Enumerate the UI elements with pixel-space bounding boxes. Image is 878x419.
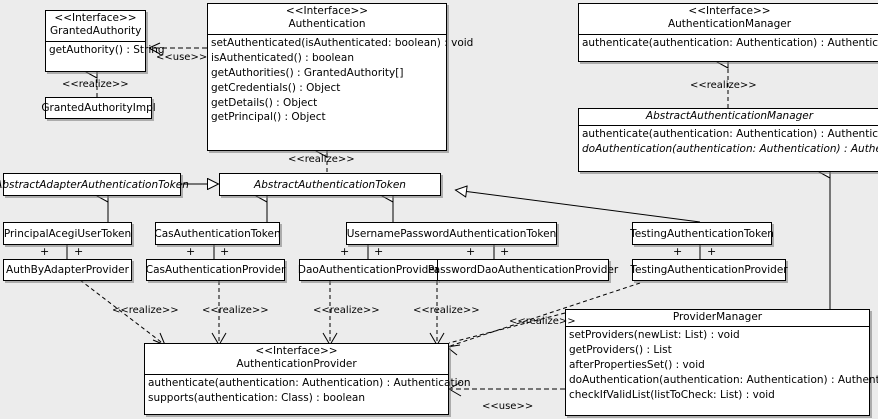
class-name: TestingAuthenticationToken [630, 227, 774, 240]
association-marker: + [220, 245, 230, 258]
class-authentication[interactable]: <<Interface>> Authentication setAuthenti… [207, 3, 474, 151]
class-authentication-provider[interactable]: <<Interface>> AuthenticationProvider aut… [144, 343, 471, 415]
relationship-label-realize-auth-by-adapter: <<realize>> [112, 305, 179, 316]
relationship-label-use-provider-manager: <<use>> [482, 401, 534, 412]
class-name: GrantedAuthority [50, 25, 142, 38]
class-abstract-adapter-authentication-token[interactable]: AbstractAdapterAuthenticationToken [0, 173, 189, 196]
methods-compartment: authenticate(authentication: Authenticat… [579, 33, 878, 52]
class-cas-authentication-token[interactable]: CasAuthenticationToken [154, 222, 281, 245]
class-header: <<Interface>> Authentication [208, 4, 446, 34]
stereotype-label: <<Interface>> [285, 5, 369, 17]
relationship-label-realize-cas-provider: <<realize>> [202, 305, 269, 316]
association-marker: + [40, 245, 50, 258]
method-row: checkIfValidList(listToCheck: List) : vo… [569, 389, 775, 402]
class-name: PrincipalAcegiUserToken [3, 227, 132, 240]
relationship-label-realize-password-dao-provider: <<realize>> [413, 305, 480, 316]
class-name: AbstractAuthenticationToken [254, 178, 406, 191]
class-name: Authentication [288, 18, 366, 31]
methods-compartment: authenticate(authentication: Authenticat… [145, 373, 471, 407]
class-provider-manager[interactable]: ProviderManager setProviders(newList: Li… [565, 309, 878, 416]
method-row: authenticate(authentication: Authenticat… [582, 36, 878, 49]
methods-compartment: setProviders(newList: List) : void getPr… [566, 326, 878, 404]
class-name: AbstractAuthenticationManager [645, 110, 814, 122]
class-testing-authentication-provider[interactable]: TestingAuthenticationProvider [630, 259, 788, 281]
stereotype-label: <<Interface>> [255, 345, 338, 357]
method-row: getDetails() : Object [211, 96, 318, 109]
method-row: getPrincipal() : Object [211, 111, 326, 124]
relationship-label-realize-dao-provider: <<realize>> [313, 305, 380, 316]
method-row: isAuthenticated() : boolean [211, 51, 354, 64]
association-marker: + [707, 245, 717, 258]
method-row: getProviders() : List [569, 344, 672, 357]
class-header: ProviderManager [566, 310, 869, 326]
stereotype-label: <<Interface>> [688, 5, 771, 17]
method-row: setProviders(newList: List) : void [569, 329, 740, 342]
method-row: supports(authentication: Class) : boolea… [148, 391, 365, 404]
class-name: PasswordDaoAuthenticationProvider [427, 264, 619, 276]
association-marker: + [673, 245, 683, 258]
class-granted-authority[interactable]: <<Interface>> GrantedAuthority getAuthor… [45, 10, 165, 72]
methods-compartment: getAuthority() : String [46, 40, 165, 59]
class-abstract-authentication-token[interactable]: AbstractAuthenticationToken [219, 173, 441, 196]
class-abstract-authentication-manager[interactable]: AbstractAuthenticationManager authentica… [578, 108, 878, 172]
methods-compartment: setAuthenticated(isAuthenticated: boolea… [208, 33, 474, 126]
class-name: AuthByAdapterProvider [6, 264, 129, 276]
method-row: doAuthentication(authentication: Authent… [569, 374, 878, 387]
stereotype-label: <<Interface>> [54, 12, 137, 24]
class-auth-by-adapter-provider[interactable]: AuthByAdapterProvider [3, 259, 132, 281]
association-marker: + [340, 245, 350, 258]
relationship-label-realize-abstract-auth-manager: <<realize>> [690, 80, 757, 91]
class-name: TestingAuthenticationProvider [630, 264, 788, 276]
class-header: <<Interface>> AuthenticationProvider [145, 344, 448, 374]
method-row: setAuthenticated(isAuthenticated: boolea… [211, 36, 474, 49]
association-marker: + [186, 245, 196, 258]
class-dao-authentication-provider[interactable]: DaoAuthenticationProvider [297, 259, 440, 281]
method-row: authenticate(authentication: Authenticat… [582, 128, 878, 141]
class-name: AbstractAdapterAuthenticationToken [0, 178, 189, 191]
relationship-label-realize-abstract-auth-token: <<realize>> [288, 154, 355, 165]
class-name: UsernamePasswordAuthenticationToken [346, 227, 557, 240]
class-name: CasAuthenticationToken [154, 227, 281, 240]
association-marker: + [500, 245, 510, 258]
class-header: AbstractAuthenticationManager [579, 109, 878, 125]
association-marker: + [466, 245, 476, 258]
relationship-label-realize-testing-provider: <<realize>> [509, 316, 576, 327]
class-granted-authority-impl[interactable]: GrantedAuthorityImpl [41, 97, 156, 119]
class-cas-authentication-provider[interactable]: CasAuthenticationProvider [146, 259, 285, 281]
method-row: afterPropertiesSet() : void [569, 359, 705, 372]
class-name: ProviderManager [672, 311, 763, 323]
class-name: GrantedAuthorityImpl [41, 102, 156, 114]
methods-compartment: authenticate(authentication: Authenticat… [579, 125, 878, 158]
class-name: AuthenticationProvider [236, 358, 357, 371]
association-marker: + [74, 245, 84, 258]
method-row: getAuthorities() : GrantedAuthority[] [211, 66, 404, 79]
class-name: DaoAuthenticationProvider [297, 264, 440, 276]
method-row: doAuthentication(authentication: Authent… [582, 143, 878, 156]
association-marker: + [374, 245, 384, 258]
class-password-dao-authentication-provider[interactable]: PasswordDaoAuthenticationProvider [427, 259, 619, 281]
method-row: getCredentials() : Object [211, 81, 341, 94]
class-username-password-authentication-token[interactable]: UsernamePasswordAuthenticationToken [346, 222, 557, 245]
method-row: authenticate(authentication: Authenticat… [148, 376, 471, 389]
class-authentication-manager[interactable]: <<Interface>> AuthenticationManager auth… [578, 3, 878, 62]
class-header: <<Interface>> GrantedAuthority [46, 11, 145, 41]
method-row: getAuthority() : String [49, 43, 165, 56]
class-name: CasAuthenticationProvider [145, 264, 286, 276]
relationship-label-use-granted-authority: <<use>> [156, 52, 208, 63]
class-header: <<Interface>> AuthenticationManager [579, 4, 878, 34]
class-name: AuthenticationManager [667, 18, 792, 31]
class-testing-authentication-token[interactable]: TestingAuthenticationToken [630, 222, 774, 245]
relationship-label-realize-granted-authority-impl: <<realize>> [62, 79, 129, 90]
class-principal-acegi-user-token[interactable]: PrincipalAcegiUserToken [3, 222, 132, 245]
